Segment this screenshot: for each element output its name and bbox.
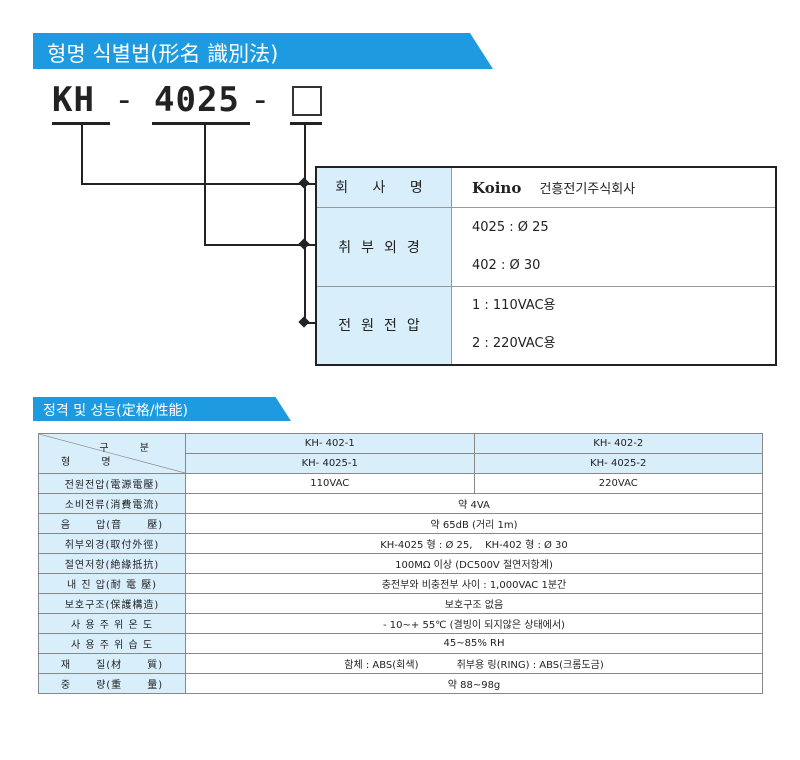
section-title-text: 형명 식별법(形名 識別法)	[47, 42, 279, 66]
diameter-option: 4025 : Ø 25	[472, 219, 549, 235]
table-cell: KH-4025 형 : Ø 25, KH-402 형 : Ø 30	[185, 533, 763, 554]
table-cell: 약 4VA	[185, 493, 763, 514]
model-placeholder-box	[292, 86, 322, 116]
row-label: 재 질(材 質)	[38, 653, 186, 674]
model-header: KH- 402-1	[185, 433, 475, 454]
table-header-row: 구 분 형 명 KH- 402-1 KH- 402-2	[38, 433, 763, 474]
underline-voltage	[290, 122, 322, 125]
connector-line	[81, 124, 83, 185]
row-label: 전원전압(電源電壓)	[38, 473, 186, 494]
table-cell: - 10~+ 55℃ (결빙이 되지않은 상태에서)	[185, 613, 763, 634]
table-row: 전원전압 1 : 110VAC용 2 : 220VAC용	[315, 285, 777, 366]
voltage-option: 2 : 220VAC용	[472, 336, 556, 352]
underline-kh	[52, 122, 110, 125]
table-row: 취부외경 4025 : Ø 25 402 : Ø 30	[315, 206, 777, 287]
table-row: 회 사 명 Koino 건흥전기주식회사	[315, 166, 777, 208]
table-header-row: KH- 4025-1 KH- 4025-2	[39, 453, 763, 474]
connector-line	[304, 124, 306, 324]
identification-table: 회 사 명 Koino 건흥전기주식회사 취부외경 4025 : Ø 25 40…	[315, 166, 777, 366]
table-cell: 110VAC	[185, 473, 475, 494]
table-cell: 함체 : ABS(회색) 취부용 링(RING) : ABS(크롬도금)	[185, 653, 763, 674]
banner-background	[33, 397, 291, 421]
table-row: 절연저항(絶緣抵抗) 100MΩ 이상 (DC500V 절연저항계)	[38, 553, 763, 574]
connector-dot	[298, 316, 310, 328]
underline-size	[152, 122, 250, 125]
table-row: 취부외경(取付外徑) KH-4025 형 : Ø 25, KH-402 형 : …	[38, 533, 763, 554]
model-separator: -	[250, 80, 272, 120]
table-cell: 약 65dB (거리 1m)	[185, 513, 763, 534]
model-header: KH- 4025-2	[473, 453, 763, 474]
row-label: 보호구조(保護構造)	[38, 593, 186, 614]
diameter-cell: 4025 : Ø 25 402 : Ø 30	[451, 206, 777, 287]
diagonal-line	[39, 434, 185, 473]
row-label: 음 압(音 壓)	[38, 513, 186, 534]
table-row: 중 량(重 量) 약 88~98g	[38, 673, 763, 694]
voltage-option: 1 : 110VAC용	[472, 298, 556, 314]
model-part-size: 4025	[154, 80, 240, 120]
table-cell: 충전부와 비충전부 사이 : 1,000VAC 1분간	[185, 573, 763, 594]
table-cell: 100MΩ 이상 (DC500V 절연저항계)	[185, 553, 763, 574]
table-row: 음 압(音 壓) 약 65dB (거리 1m)	[38, 513, 763, 534]
row-label: 절연저항(絶緣抵抗)	[38, 553, 186, 574]
row-label: 회 사 명	[315, 166, 452, 208]
table-row: 보호구조(保護構造) 보호구조 없음	[38, 593, 763, 614]
ratings-table: 구 분 형 명 KH- 402-1 KH- 402-2 KH- 4025-1 K…	[38, 433, 763, 694]
voltage-cell: 1 : 110VAC용 2 : 220VAC용	[451, 285, 777, 366]
connector-line	[304, 322, 315, 324]
row-label: 취부외경(取付外徑)	[38, 533, 186, 554]
connector-line	[204, 244, 315, 246]
model-header: KH- 4025-1	[185, 453, 475, 474]
header-corner-cell: 구 분 형 명	[38, 433, 186, 474]
header-category: 구 분	[99, 443, 163, 454]
row-label: 전원전압	[315, 285, 452, 366]
row-label: 소비전류(消費電流)	[38, 493, 186, 514]
table-cell: 220VAC	[473, 473, 763, 494]
section-title-ratings: 정격 및 성능(定格/性能)	[33, 397, 291, 421]
model-part-kh: KH	[52, 80, 95, 120]
connector-line	[81, 183, 315, 185]
table-row: 재 질(材 質) 함체 : ABS(회색) 취부용 링(RING) : ABS(…	[38, 653, 763, 674]
banner-background	[33, 33, 493, 69]
diameter-option: 402 : Ø 30	[472, 257, 541, 273]
table-cell: 보호구조 없음	[185, 593, 763, 614]
section-title-text: 정격 및 성능(定格/性能)	[43, 403, 188, 419]
model-separator: -	[114, 80, 136, 120]
row-label: 사 용 주 위 습 도	[38, 633, 186, 654]
connector-line	[204, 124, 206, 246]
header-model: 형 명	[61, 457, 125, 468]
koino-logo: Koino	[472, 178, 522, 197]
table-row: 사 용 주 위 온 도 - 10~+ 55℃ (결빙이 되지않은 상태에서)	[38, 613, 763, 634]
table-row: 소비전류(消費電流) 약 4VA	[38, 493, 763, 514]
connector-dot	[298, 238, 310, 250]
row-label: 취부외경	[315, 206, 452, 287]
row-label: 사 용 주 위 온 도	[38, 613, 186, 634]
company-name: 건흥전기주식회사	[539, 181, 636, 197]
model-header: KH- 402-2	[473, 433, 763, 454]
table-cell: 약 88~98g	[185, 673, 763, 694]
company-cell: Koino 건흥전기주식회사	[451, 166, 777, 208]
connector-dot	[298, 177, 310, 189]
section-title-identification: 형명 식별법(形名 識別法)	[33, 33, 493, 69]
table-cell: 45~85% RH	[185, 633, 763, 654]
row-label: 내 진 압(耐 電 壓)	[38, 573, 186, 594]
row-label: 중 량(重 量)	[38, 673, 186, 694]
table-row: 전원전압(電源電壓) 110VAC 220VAC	[38, 473, 763, 494]
table-row: 사 용 주 위 습 도 45~85% RH	[38, 633, 763, 654]
table-row: 내 진 압(耐 電 壓) 충전부와 비충전부 사이 : 1,000VAC 1분간	[38, 573, 763, 594]
